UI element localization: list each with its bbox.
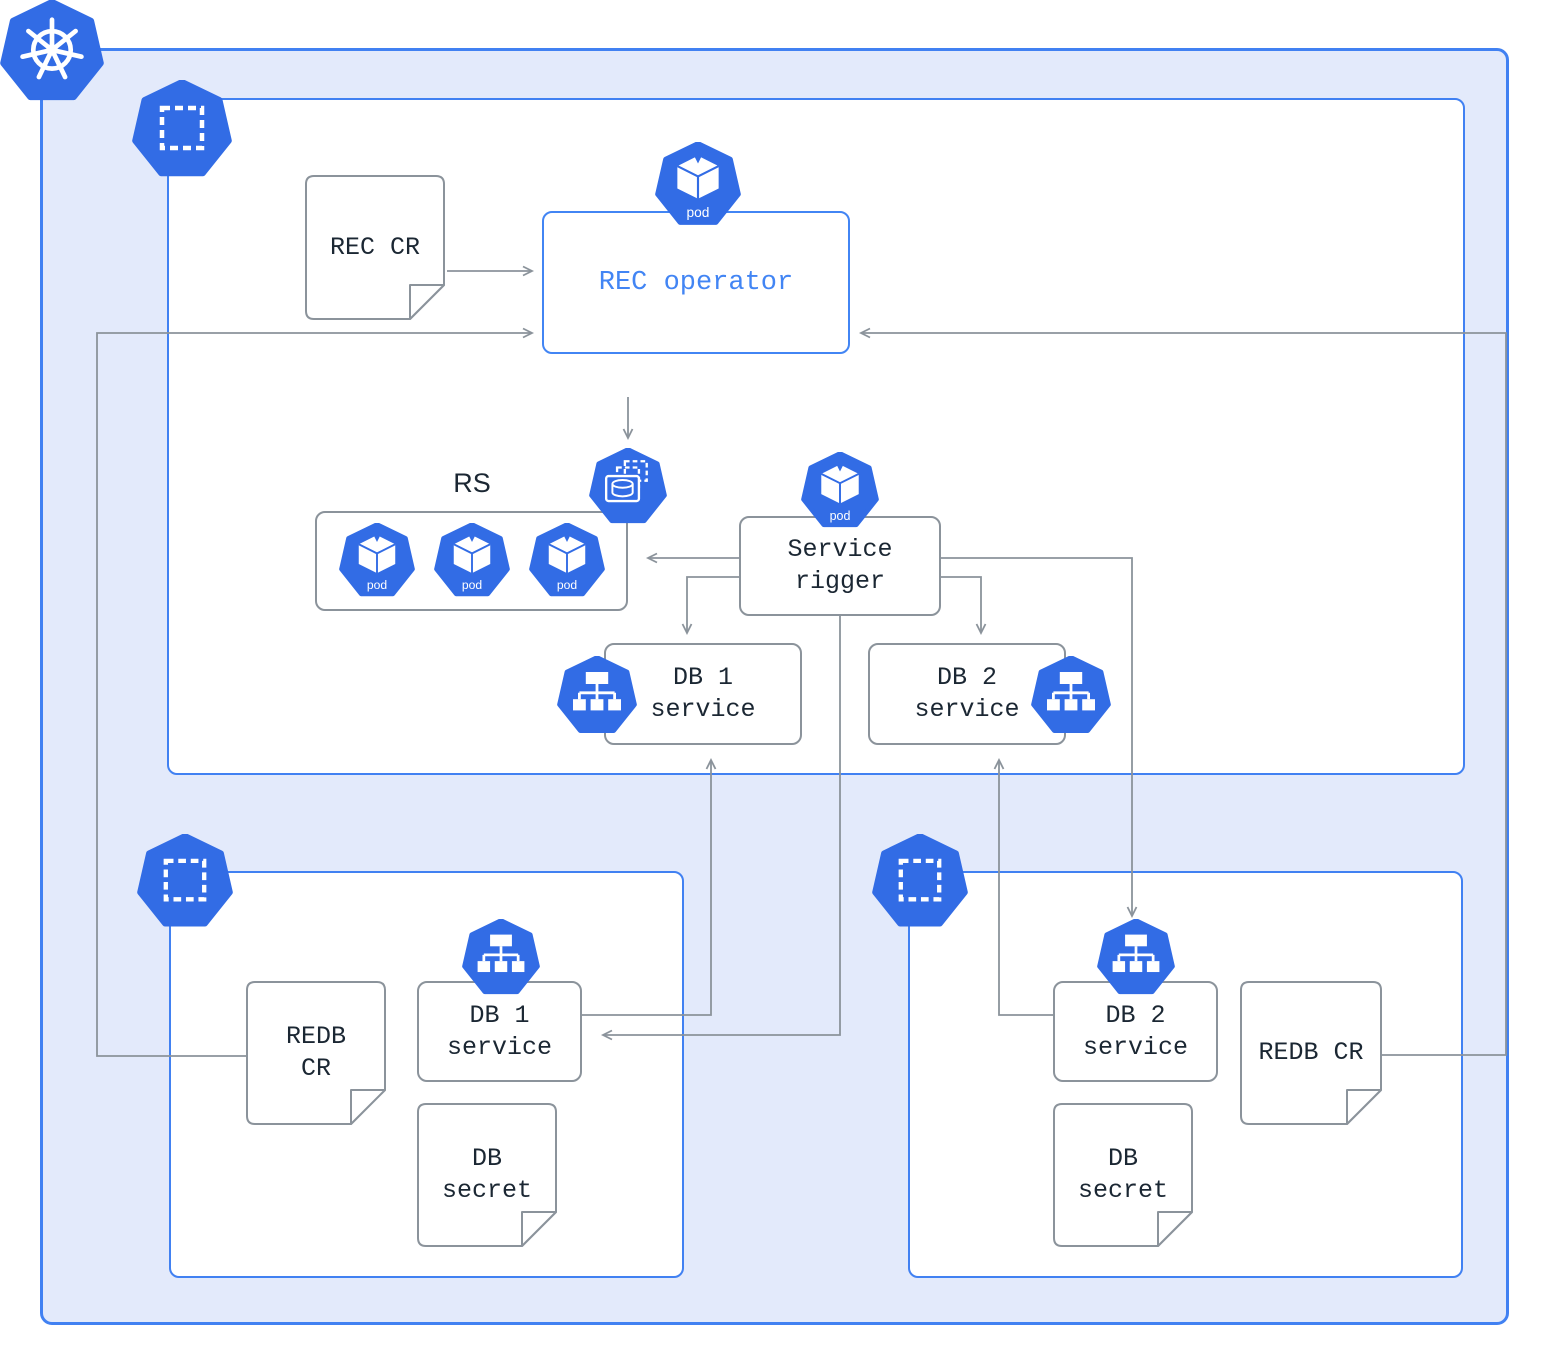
service-rigger-box: Service rigger [739, 516, 941, 616]
namespace-icon [872, 834, 968, 927]
service-icon [557, 656, 637, 734]
pod-label: pod [557, 578, 577, 592]
rec-cr-document: REC CR [305, 175, 445, 320]
rec-operator-box: REC operator [542, 211, 850, 354]
rec-operator-label: REC operator [598, 267, 794, 298]
redb-cr-document: REDB CR [1240, 981, 1382, 1125]
service-icon [462, 919, 540, 995]
pod-badge-label: pod [687, 205, 710, 220]
db1-ns-service-label: DB 1 service [446, 1000, 553, 1062]
pod-badge-label: pod [830, 509, 851, 523]
pod-label: pod [367, 578, 387, 592]
namespace-icon [137, 834, 233, 927]
service-icon [1097, 919, 1175, 995]
redb-cr-document: REDB CR [246, 981, 386, 1125]
document-icon [417, 1103, 557, 1247]
rec-cr-label: REC CR [329, 232, 420, 262]
replicaset-icon [589, 448, 667, 524]
pod-icon: pod [529, 523, 605, 597]
pod-icon: pod [801, 452, 879, 528]
db-secret-label: DB secret [441, 1144, 532, 1205]
namespace-icon [132, 80, 232, 177]
document-icon [1053, 1103, 1193, 1247]
pod-label: pod [462, 578, 482, 592]
pod-icon: pod [339, 523, 415, 597]
service-rigger-label: Service rigger [787, 535, 893, 596]
db2-ns-service-label: DB 2 service [1082, 1000, 1189, 1062]
db1-service-label: DB 1 service [650, 663, 756, 724]
redb-cr-label: REDB CR [1258, 1038, 1364, 1067]
service-icon [1031, 656, 1111, 734]
db-secret-document: DB secret [1053, 1103, 1193, 1247]
kubernetes-logo-icon [0, 0, 104, 101]
redb-cr-label: REDB CR [285, 1022, 346, 1083]
rs-title: RS [453, 468, 491, 498]
db2-service-label: DB 2 service [914, 663, 1020, 724]
document-icon [305, 175, 445, 320]
pod-icon: pod [434, 523, 510, 597]
db-secret-document: DB secret [417, 1103, 557, 1247]
db-secret-label: DB secret [1077, 1144, 1168, 1205]
pod-icon: pod [655, 142, 741, 225]
